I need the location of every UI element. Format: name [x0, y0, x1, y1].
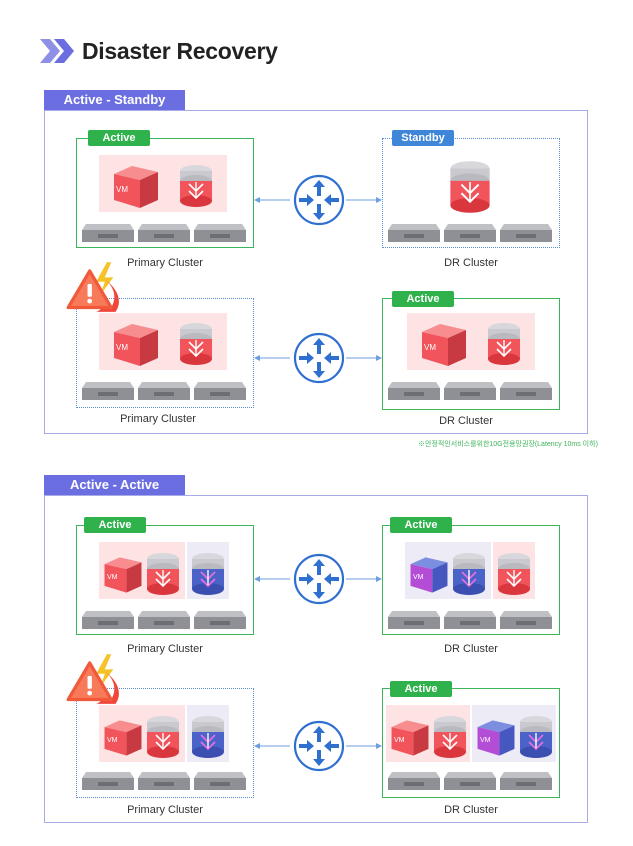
- server-icon: [444, 611, 496, 629]
- latency-note: ※안정적인서비스를위한10G전용망권장(Latency 10ms 이하): [418, 441, 598, 448]
- server-icon: [500, 611, 552, 629]
- vm-label: VM: [424, 343, 436, 352]
- replication-link: [254, 197, 382, 203]
- vm-label: VM: [116, 185, 128, 194]
- server-icon: [388, 382, 440, 400]
- dr-cluster-box: [382, 525, 560, 635]
- server-icon: [444, 382, 496, 400]
- router-icon: [293, 720, 345, 772]
- cluster-label: DR Cluster: [444, 804, 498, 816]
- status-badge: Active: [390, 517, 452, 533]
- section-tab-active-standby: Active - Standby: [44, 90, 185, 110]
- database-icon: [497, 552, 531, 596]
- cluster-label: Primary Cluster: [127, 804, 203, 816]
- database-icon: [146, 552, 180, 596]
- warning-icon: [66, 652, 121, 706]
- server-icon: [194, 382, 246, 400]
- server-icon: [194, 772, 246, 790]
- warning-icon: [66, 260, 121, 314]
- server-icon: [138, 611, 190, 629]
- server-icon: [82, 772, 134, 790]
- server-icon: [82, 224, 134, 242]
- database-icon: [146, 715, 180, 759]
- primary-cluster-box: [76, 688, 254, 798]
- server-icon: [388, 772, 440, 790]
- vm-label: VM: [107, 737, 118, 744]
- section-box-active-active: [44, 495, 588, 823]
- status-badge: Active: [390, 681, 452, 697]
- server-icon: [194, 611, 246, 629]
- replication-link: [254, 355, 382, 361]
- router-icon: [293, 174, 345, 226]
- vm-label: VM: [107, 574, 118, 581]
- server-icon: [194, 224, 246, 242]
- server-icon: [82, 382, 134, 400]
- database-icon: [433, 715, 467, 759]
- server-icon: [82, 611, 134, 629]
- status-badge: Standby: [392, 130, 454, 146]
- router-icon: [293, 332, 345, 384]
- section-box-active-standby: [44, 110, 588, 434]
- replication-link: [254, 576, 382, 582]
- server-icon: [500, 224, 552, 242]
- server-icon: [500, 772, 552, 790]
- page-title: Disaster Recovery: [82, 37, 278, 64]
- database-icon: [519, 715, 553, 759]
- cluster-label: Primary Cluster: [127, 257, 203, 269]
- database-icon: [449, 160, 491, 214]
- vm-label: VM: [480, 737, 491, 744]
- dr-cluster-box: [382, 298, 560, 410]
- dr-cluster-box: [382, 138, 560, 248]
- primary-cluster-box: [76, 138, 254, 248]
- vm-label: VM: [394, 737, 405, 744]
- double-chevron-icon: [40, 39, 74, 63]
- status-badge: Active: [392, 291, 454, 307]
- primary-cluster-box: [76, 525, 254, 635]
- server-icon: [444, 224, 496, 242]
- server-icon: [138, 772, 190, 790]
- status-badge: Active: [88, 130, 150, 146]
- database-icon: [191, 715, 225, 759]
- database-icon: [179, 322, 213, 366]
- cluster-label: DR Cluster: [444, 257, 498, 269]
- server-icon: [444, 772, 496, 790]
- section-tab-active-active: Active - Active: [44, 475, 185, 495]
- server-icon: [138, 382, 190, 400]
- vm-label: VM: [413, 574, 424, 581]
- router-icon: [293, 553, 345, 605]
- status-badge: Active: [84, 517, 146, 533]
- replication-link: [254, 743, 382, 749]
- dr-cluster-box: [382, 688, 560, 798]
- database-icon: [191, 552, 225, 596]
- server-icon: [388, 224, 440, 242]
- vm-label: VM: [116, 343, 128, 352]
- server-icon: [388, 611, 440, 629]
- database-icon: [487, 322, 521, 366]
- server-icon: [138, 224, 190, 242]
- database-icon: [179, 164, 213, 208]
- page-header: Disaster Recovery: [40, 36, 278, 66]
- cluster-label: Primary Cluster: [120, 413, 196, 425]
- cluster-label: Primary Cluster: [127, 643, 203, 655]
- cluster-label: DR Cluster: [444, 643, 498, 655]
- cluster-label: DR Cluster: [439, 415, 493, 427]
- primary-cluster-box: [76, 298, 254, 408]
- server-icon: [500, 382, 552, 400]
- database-icon: [452, 552, 486, 596]
